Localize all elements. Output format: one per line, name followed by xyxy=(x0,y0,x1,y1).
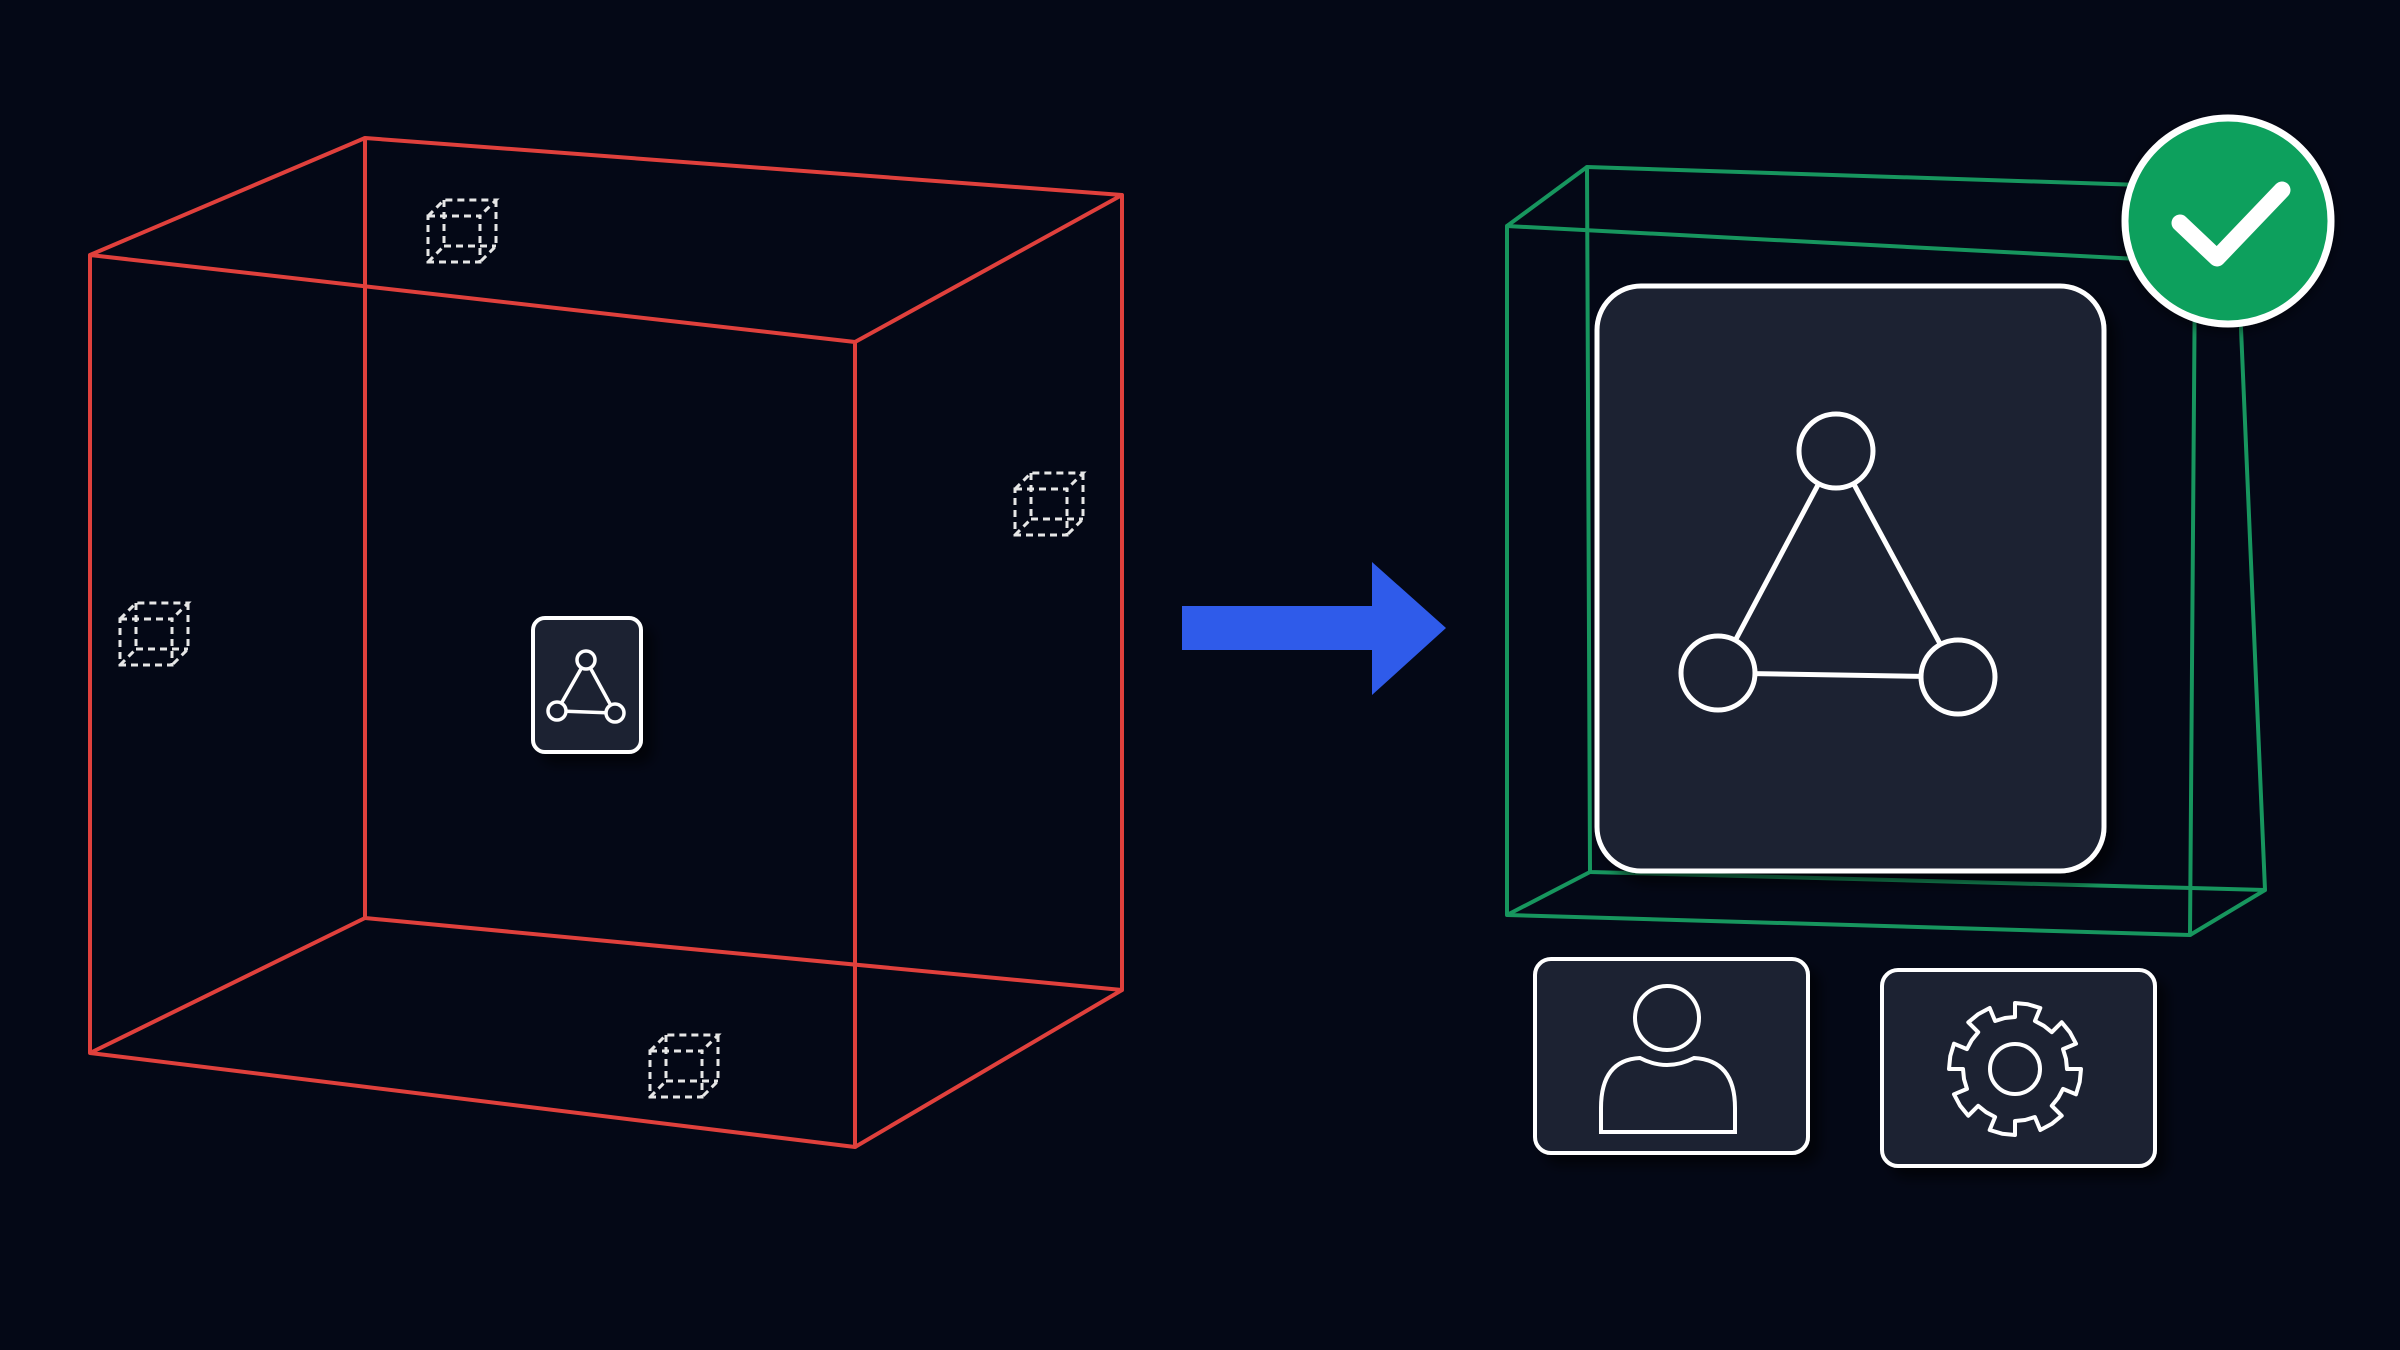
cube-side xyxy=(1065,473,1085,537)
dashed-cube-icon xyxy=(1013,471,1087,537)
verified-badge xyxy=(2121,114,2335,328)
cube-hidden-edge xyxy=(118,647,138,667)
red-box-front-face xyxy=(88,253,857,1149)
dashed-cube-icon xyxy=(648,1033,722,1099)
cube-side xyxy=(170,603,190,667)
red-box-edge xyxy=(89,916,366,1055)
cube-side xyxy=(700,1035,720,1099)
cube-front xyxy=(1013,487,1069,537)
cube-hidden-edge xyxy=(648,1079,668,1099)
user-icon xyxy=(1599,984,1737,1134)
cube-top xyxy=(1013,471,1087,491)
small-network-tile xyxy=(531,616,643,754)
user-icon-body xyxy=(1599,1055,1737,1134)
graph-node xyxy=(1918,637,1998,717)
graph-node xyxy=(575,649,597,671)
graph-node xyxy=(546,700,568,722)
red-box-edge xyxy=(854,193,1123,344)
graph-edge xyxy=(1851,482,1943,646)
user-icon-head xyxy=(1633,984,1701,1052)
network-graph-icon xyxy=(546,649,626,724)
graph-edge xyxy=(1754,671,1922,679)
right-arrow-icon xyxy=(1182,562,1446,695)
cube-top xyxy=(118,601,192,621)
red-box-edge xyxy=(89,136,366,257)
cube-side xyxy=(478,200,498,264)
green-box-edge xyxy=(1506,870,1591,917)
cube-top xyxy=(426,198,500,218)
graph-edge xyxy=(559,666,584,705)
cube-front xyxy=(426,214,482,264)
graph-edge xyxy=(1733,482,1821,642)
graph-node xyxy=(1678,633,1758,713)
graph-edge xyxy=(588,667,613,706)
red-box-back-face xyxy=(363,136,1124,992)
graph-edge xyxy=(565,709,607,715)
large-network-tile xyxy=(1594,283,2107,874)
dashed-cube-icon xyxy=(426,198,500,264)
oversized-bounding-box xyxy=(88,136,1124,1149)
cube-top xyxy=(648,1033,722,1053)
graph-node xyxy=(1796,411,1876,491)
cube-front xyxy=(118,617,174,667)
gear-outline xyxy=(1947,1001,2083,1137)
checkmark-icon xyxy=(2171,181,2291,267)
gear-hole xyxy=(1988,1042,2042,1096)
red-box-edge xyxy=(853,988,1124,1149)
graph-node xyxy=(604,702,626,724)
settings-tile xyxy=(1880,968,2157,1168)
cube-front xyxy=(648,1049,704,1099)
green-box-edge xyxy=(1505,165,1589,228)
user-tile xyxy=(1533,957,1810,1155)
dashed-cube-icon xyxy=(118,601,192,667)
green-box-edge xyxy=(2188,888,2267,937)
network-graph-icon xyxy=(1678,411,1998,717)
gear-icon xyxy=(1947,1001,2083,1137)
cube-hidden-edge xyxy=(426,244,446,264)
cube-hidden-edge xyxy=(1013,517,1033,537)
